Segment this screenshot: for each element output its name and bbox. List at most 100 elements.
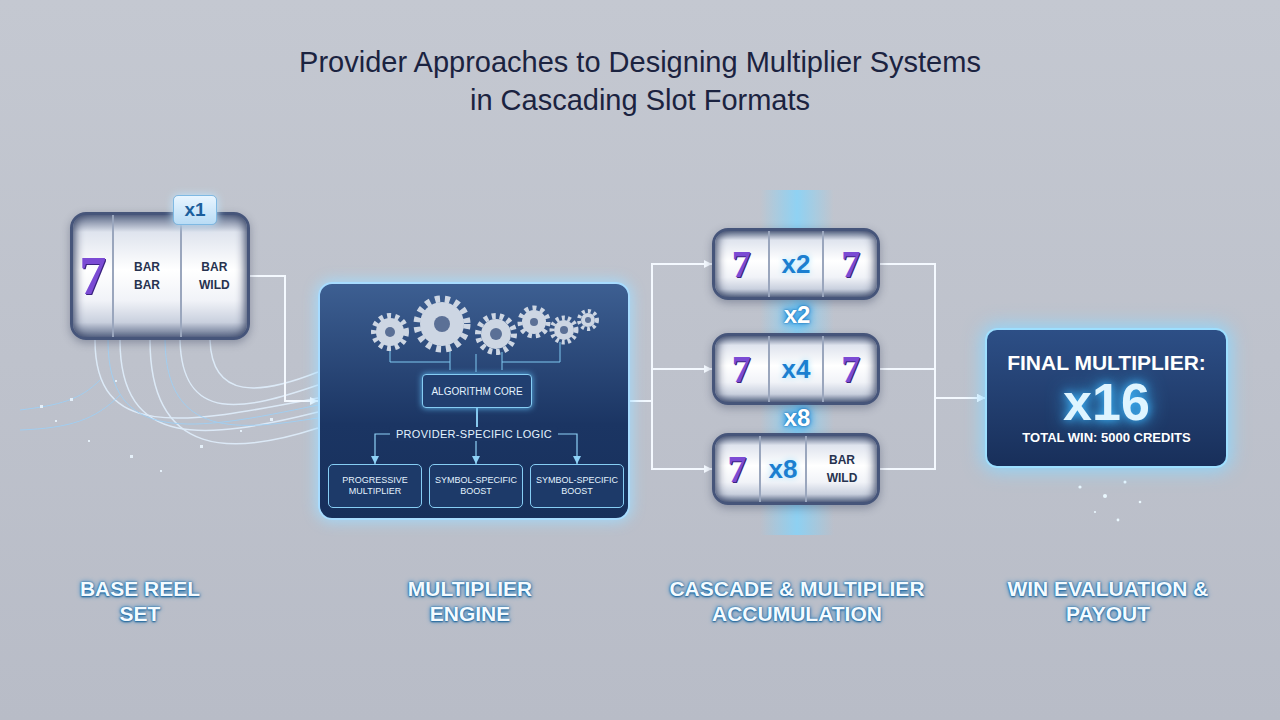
multiplier-badge: x1 bbox=[173, 195, 217, 225]
box-label: SYMBOL-SPECIFIC BOOST bbox=[534, 475, 620, 498]
decoration bbox=[481, 319, 511, 349]
decoration bbox=[520, 308, 548, 336]
decoration bbox=[108, 340, 318, 424]
decoration bbox=[478, 316, 514, 352]
reel-symbol: 7 bbox=[715, 231, 768, 297]
decoration bbox=[385, 327, 395, 337]
result-text: x16 bbox=[1063, 375, 1150, 430]
reel-symbol: BAR BAR bbox=[112, 215, 179, 337]
decoration bbox=[1078, 481, 1141, 522]
reel-symbol: BAR WILD bbox=[180, 215, 247, 337]
multiplier-value: x1 bbox=[184, 199, 205, 221]
result-box: FINAL MULTIPLIER:x16TOTAL WIN: 5000 CRED… bbox=[985, 328, 1228, 468]
decoration bbox=[579, 311, 597, 329]
decoration bbox=[434, 316, 450, 332]
decoration bbox=[180, 340, 318, 405]
stage-label: BASE REEL SET bbox=[60, 576, 220, 626]
decoration bbox=[490, 328, 502, 340]
decoration bbox=[200, 445, 203, 448]
decoration bbox=[1078, 485, 1081, 488]
reel-symbol: 7 bbox=[715, 436, 759, 502]
decoration bbox=[390, 342, 560, 372]
decoration bbox=[20, 380, 100, 410]
engine-panel: PROVIDER-SPECIFIC LOGIC ALGORITHM CORE PRO… bbox=[318, 282, 630, 520]
decoration bbox=[1094, 511, 1096, 513]
decoration bbox=[55, 420, 57, 422]
decoration bbox=[502, 352, 503, 370]
connector bbox=[630, 264, 712, 401]
reel-symbol: 7 bbox=[822, 231, 877, 297]
multiplier-value: x4 bbox=[768, 336, 823, 402]
decoration bbox=[88, 440, 90, 442]
box-label: PROGRESSIVE MULTIPLIER bbox=[332, 475, 418, 498]
slot-reel: 7x27 bbox=[712, 228, 880, 300]
reel-symbol: 7 bbox=[715, 336, 768, 402]
decoration bbox=[270, 418, 273, 421]
decoration bbox=[450, 350, 451, 370]
slot-reel: 7x47 bbox=[712, 333, 880, 405]
decoration bbox=[1124, 481, 1127, 484]
decoration bbox=[560, 326, 568, 334]
decoration bbox=[150, 340, 318, 444]
result-text: FINAL MULTIPLIER: bbox=[995, 351, 1218, 375]
connector bbox=[880, 398, 985, 469]
connector bbox=[880, 264, 985, 398]
gear-illustration bbox=[320, 284, 632, 374]
box-label: PROVIDER-SPECIFIC LOGIC bbox=[390, 427, 558, 441]
decoration bbox=[478, 316, 514, 352]
decoration bbox=[160, 470, 162, 472]
decoration bbox=[581, 313, 595, 327]
result-text: TOTAL WIN: 5000 CREDITS bbox=[995, 430, 1218, 445]
stage-label: WIN EVALUATION & PAYOUT bbox=[995, 576, 1221, 626]
decoration bbox=[115, 380, 117, 382]
decoration bbox=[165, 340, 318, 425]
slot-reel: 7BAR BARBAR WILDx1 bbox=[70, 212, 250, 340]
multiplier-value: x8 bbox=[762, 404, 832, 432]
connector bbox=[880, 369, 985, 398]
decoration bbox=[552, 318, 576, 342]
decoration bbox=[420, 302, 464, 346]
decoration bbox=[1139, 501, 1142, 504]
decoration bbox=[520, 308, 548, 336]
decoration bbox=[476, 354, 477, 372]
decoration bbox=[130, 455, 133, 458]
decoration bbox=[417, 299, 467, 349]
decoration bbox=[20, 340, 318, 430]
multiplier-value: x2 bbox=[762, 301, 832, 329]
logic-box: SYMBOL-SPECIFIC BOOST bbox=[429, 464, 523, 508]
decoration bbox=[530, 318, 538, 326]
core-box: ALGORITHM CORE bbox=[422, 374, 532, 408]
decoration bbox=[1117, 519, 1120, 522]
decoration bbox=[374, 316, 406, 348]
connector bbox=[630, 401, 712, 469]
decoration bbox=[417, 299, 467, 349]
multiplier-value: x8 bbox=[759, 436, 805, 502]
decoration bbox=[40, 380, 273, 472]
decoration bbox=[579, 311, 597, 329]
connector bbox=[630, 369, 712, 401]
decoration bbox=[552, 318, 576, 342]
logic-box: PROGRESSIVE MULTIPLIER bbox=[328, 464, 422, 508]
decoration bbox=[374, 316, 406, 348]
multiplier-value: x2 bbox=[768, 231, 823, 297]
reel-symbol: 7 bbox=[73, 215, 112, 337]
decoration bbox=[210, 340, 318, 388]
stage-label: MULTIPLIER ENGINE bbox=[375, 576, 565, 626]
logic-box: SYMBOL-SPECIFIC BOOST bbox=[530, 464, 624, 508]
decoration bbox=[40, 405, 43, 408]
decoration bbox=[70, 398, 73, 401]
reel-symbol: BAR WILD bbox=[805, 436, 877, 502]
decoration bbox=[376, 318, 404, 346]
decoration bbox=[554, 320, 574, 340]
decoration bbox=[20, 395, 120, 430]
connector bbox=[250, 276, 318, 401]
stage-label: CASCADE & MULTIPLIER ACCUMULATION bbox=[632, 576, 962, 626]
box-label: ALGORITHM CORE bbox=[431, 386, 522, 397]
decoration bbox=[240, 430, 242, 432]
decoration bbox=[1103, 494, 1107, 498]
reel-symbol: 7 bbox=[822, 336, 877, 402]
decoration bbox=[522, 310, 546, 334]
box-label: SYMBOL-SPECIFIC BOOST bbox=[433, 475, 519, 498]
diagram-title: Provider Approaches to Designing Multipl… bbox=[290, 44, 990, 119]
